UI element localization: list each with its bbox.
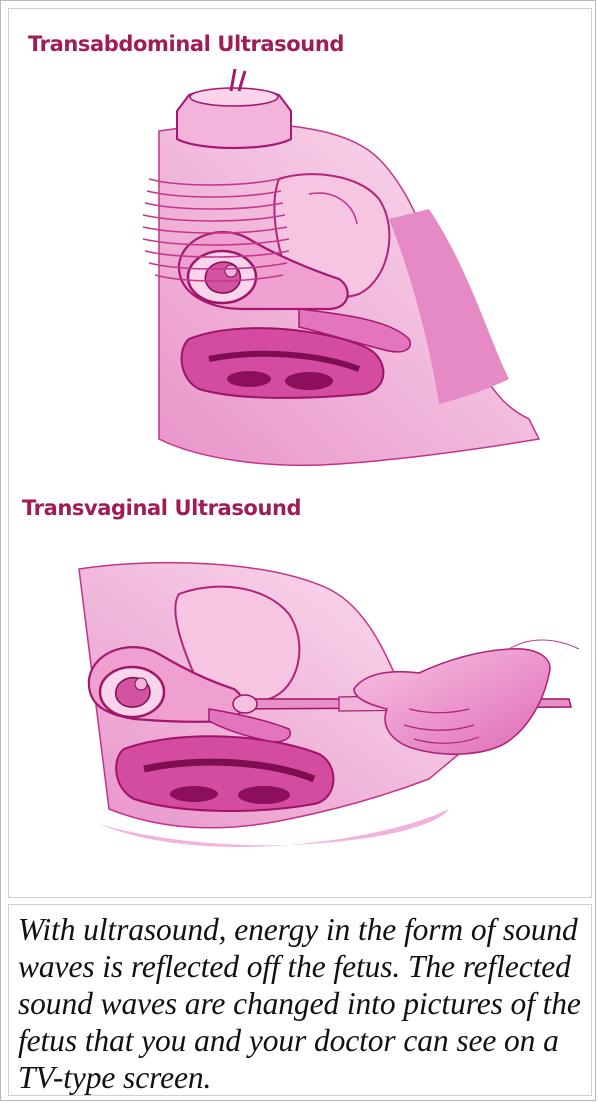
illustration-panel: Transabdominal Ultrasound — [8, 8, 592, 898]
transabdominal-drawing — [143, 69, 539, 465]
caption-panel: With ultrasound, energy in the form of s… — [8, 904, 592, 1096]
ultrasound-illustration — [9, 9, 592, 898]
transvaginal-drawing — [79, 563, 579, 847]
transvaginal-heading: Transvaginal Ultrasound — [22, 496, 301, 520]
caption-text: With ultrasound, energy in the form of s… — [18, 911, 584, 1096]
